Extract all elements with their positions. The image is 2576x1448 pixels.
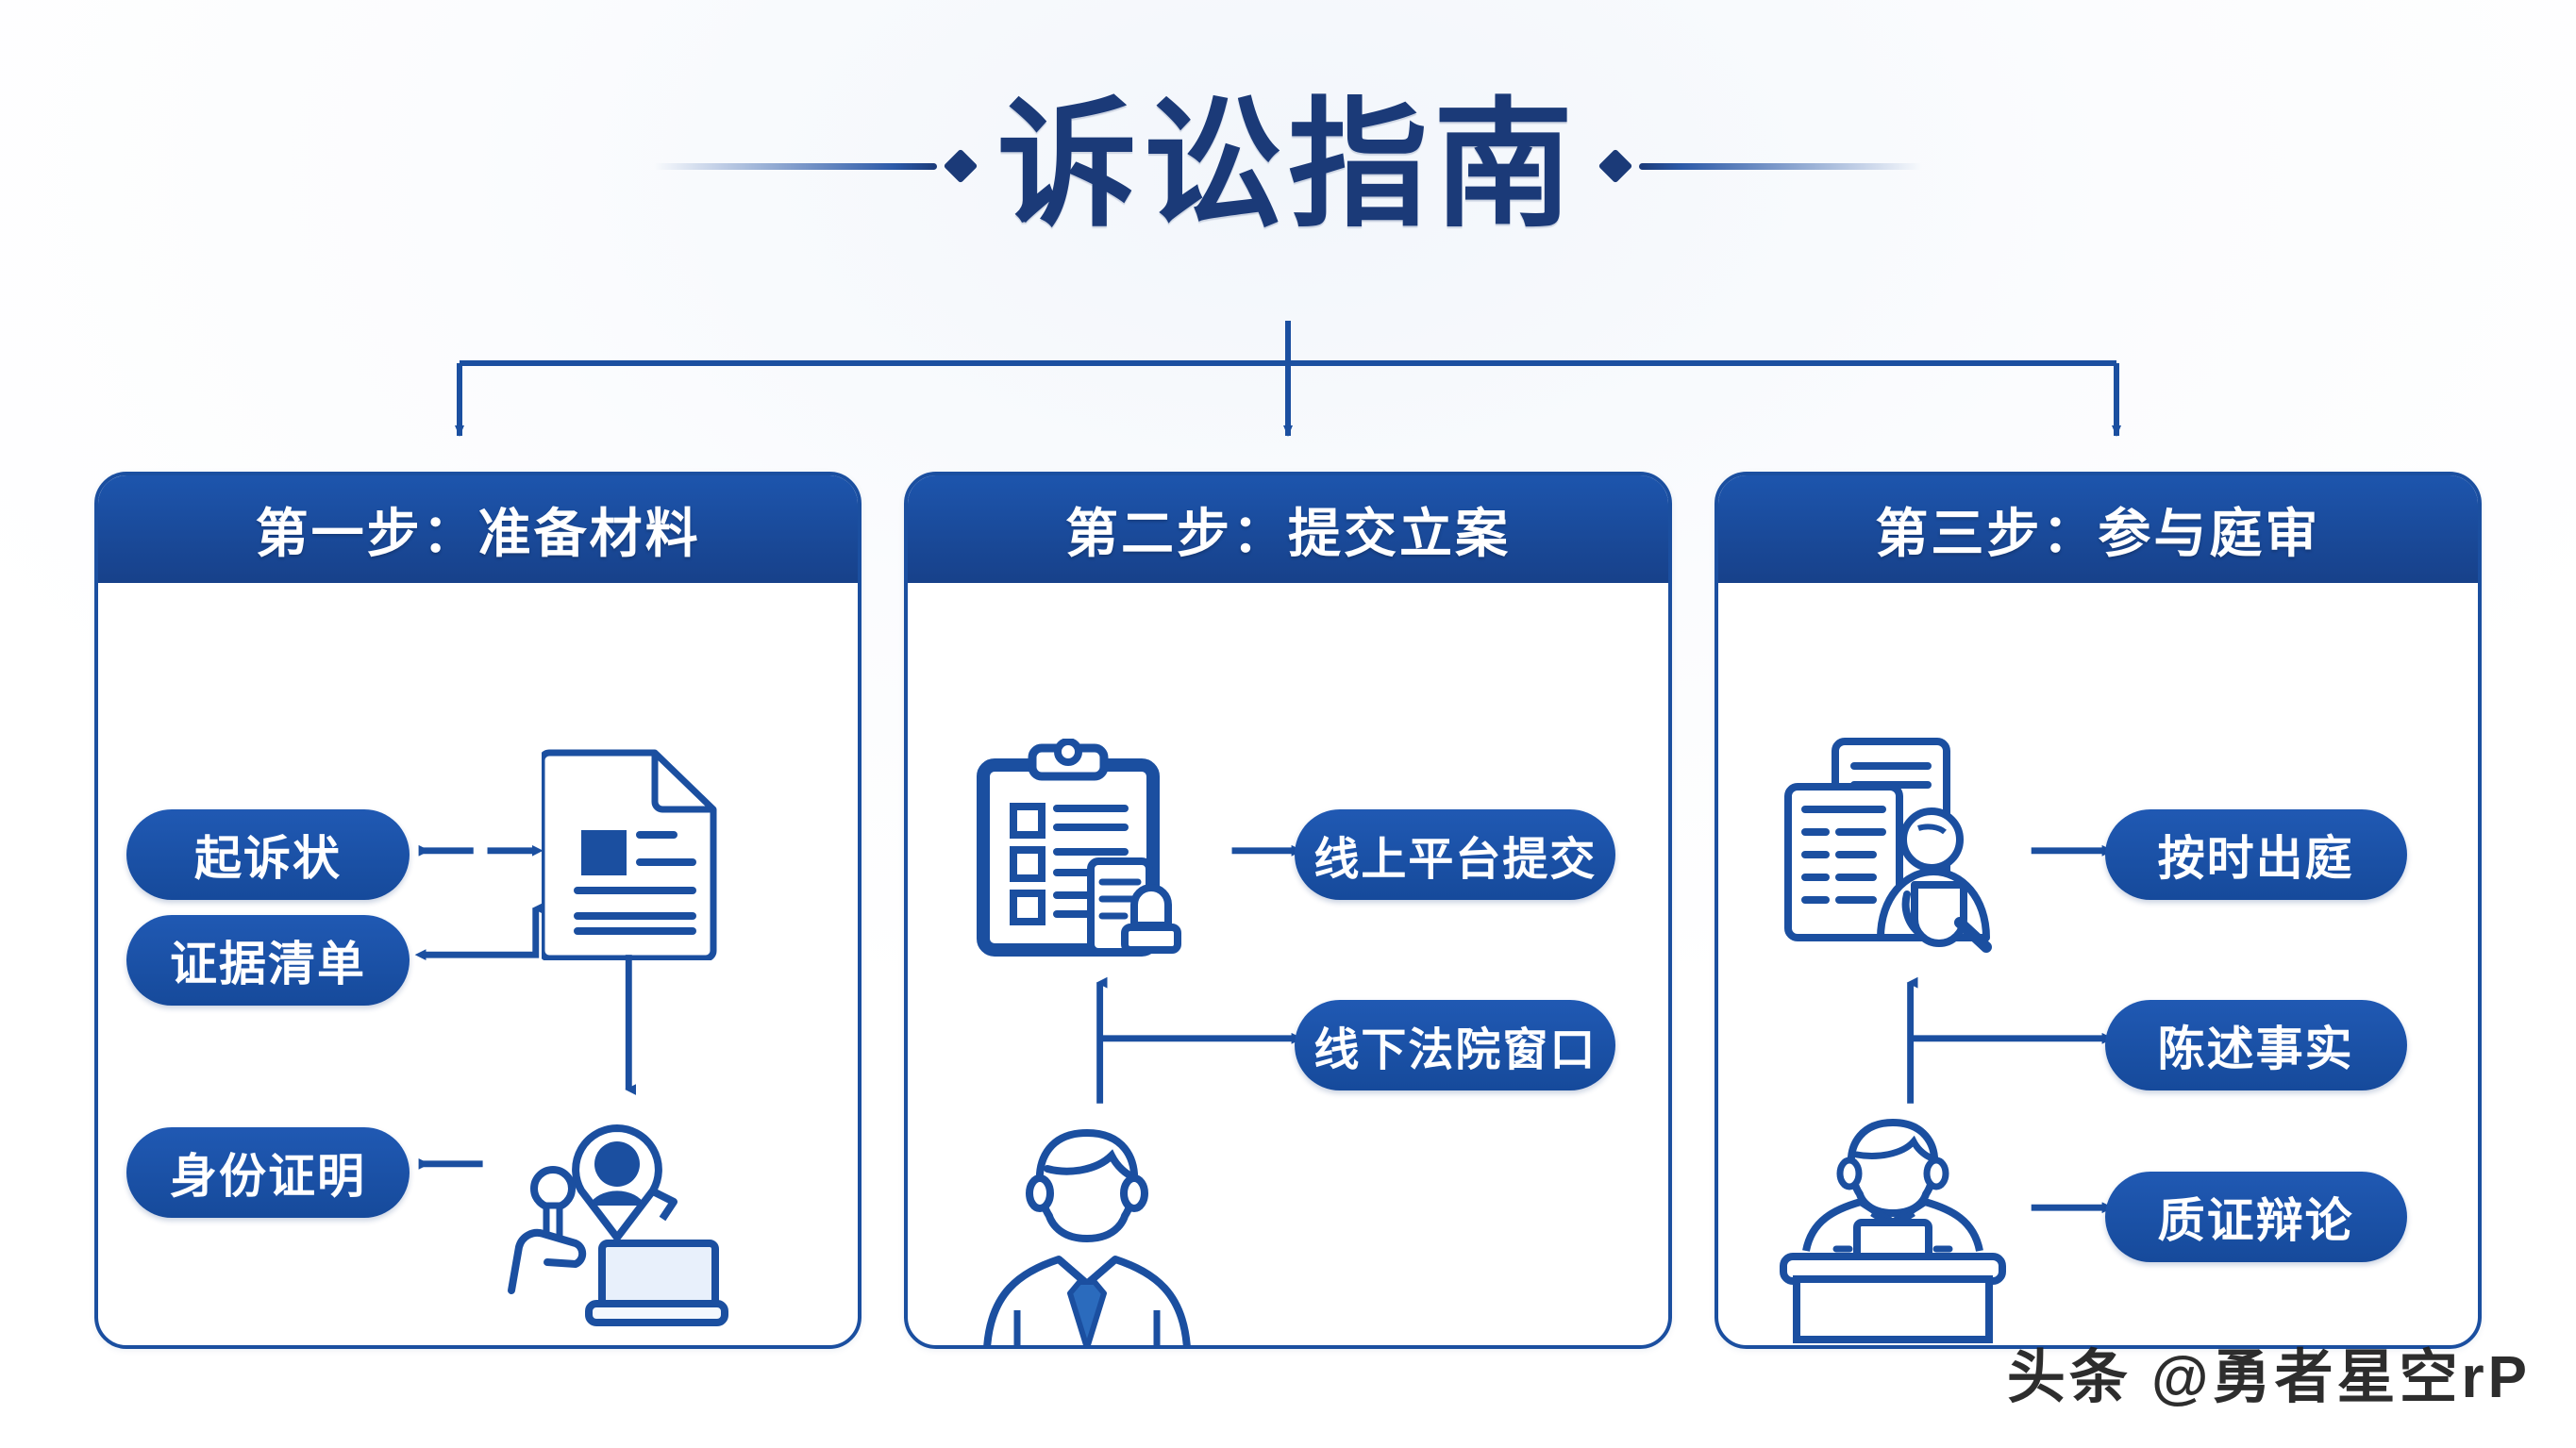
- left-arrow-decoration: [654, 148, 979, 184]
- left-decoration-line: [654, 162, 937, 170]
- step-2-item-2-label: 线下法院窗口: [1313, 1025, 1597, 1075]
- step-2-item-1-label: 线上平台提交: [1313, 835, 1597, 885]
- step-2-item-2[interactable]: 线下法院窗口: [1295, 1000, 1616, 1090]
- identity-stamp-laptop-icon: [494, 1111, 740, 1338]
- step-1-item-1[interactable]: 起诉状: [126, 809, 410, 900]
- step-3-item-3[interactable]: 质证辩论: [2104, 1172, 2407, 1262]
- step-2-header-label: 第二步：提交立案: [1064, 503, 1511, 563]
- watermark: 头条 @勇者星空rP: [2007, 1329, 2531, 1414]
- step-1-item-3[interactable]: 身份证明: [126, 1127, 410, 1218]
- step-1-item-2-label: 证据清单: [170, 938, 366, 990]
- connector-tree: [455, 321, 2121, 437]
- step-3-header: 第三步：参与庭审: [1717, 475, 2478, 583]
- step-1-header-label: 第一步：准备材料: [255, 503, 701, 563]
- step-2-body: 线上平台提交 线下法院窗口: [908, 583, 1667, 1345]
- step-3-item-2[interactable]: 陈述事实: [2104, 1000, 2407, 1090]
- step-2-header: 第二步：提交立案: [908, 475, 1668, 583]
- judge-bench-icon: [1770, 1111, 2016, 1345]
- step-3-item-1[interactable]: 按时出庭: [2104, 809, 2407, 900]
- step-3-header-label: 第三步：参与庭审: [1875, 503, 2321, 563]
- left-diamond-icon: [943, 148, 979, 184]
- right-decoration-line: [1639, 162, 1922, 170]
- step-3-item-2-label: 陈述事实: [2157, 1023, 2354, 1075]
- step-3-item-1-label: 按时出庭: [2157, 832, 2354, 885]
- step-3-body: 按时出庭 陈述事实 质证辩论: [1718, 583, 2478, 1345]
- step-1-header: 第一步：准备材料: [98, 475, 859, 583]
- document-icon: [538, 743, 721, 962]
- documents-magnifier-person-icon: [1775, 734, 2011, 970]
- page-title: 诉讼指南: [997, 88, 1579, 243]
- businessman-icon: [974, 1116, 1200, 1345]
- right-diamond-icon: [1597, 148, 1633, 184]
- clipboard-checklist-icon: [974, 738, 1200, 974]
- step-card-1: 第一步：准备材料: [94, 472, 862, 1349]
- step-card-3: 第三步：参与庭审: [1714, 472, 2482, 1349]
- step-2-item-1[interactable]: 线上平台提交: [1295, 809, 1616, 900]
- step-1-item-1-label: 起诉状: [194, 832, 342, 885]
- watermark-text: 头条 @勇者星空rP: [2006, 1345, 2531, 1410]
- step-3-item-3-label: 质证辩论: [2157, 1194, 2354, 1247]
- step-1-item-3-label: 身份证明: [170, 1150, 366, 1203]
- step-3-arrows: [1906, 844, 2114, 1214]
- step-card-2: 第二步：提交立案: [904, 472, 1672, 1349]
- step-1-arrows: [414, 844, 637, 1170]
- step-2-arrows: [1096, 844, 1303, 1104]
- title-row: 诉讼指南: [0, 81, 2576, 251]
- steps-container: 第一步：准备材料: [94, 472, 2482, 1349]
- step-1-item-2[interactable]: 证据清单: [126, 915, 410, 1006]
- step-1-body: 起诉状 证据清单 身份证明: [98, 583, 858, 1345]
- right-diamond-decoration: [1597, 148, 1922, 184]
